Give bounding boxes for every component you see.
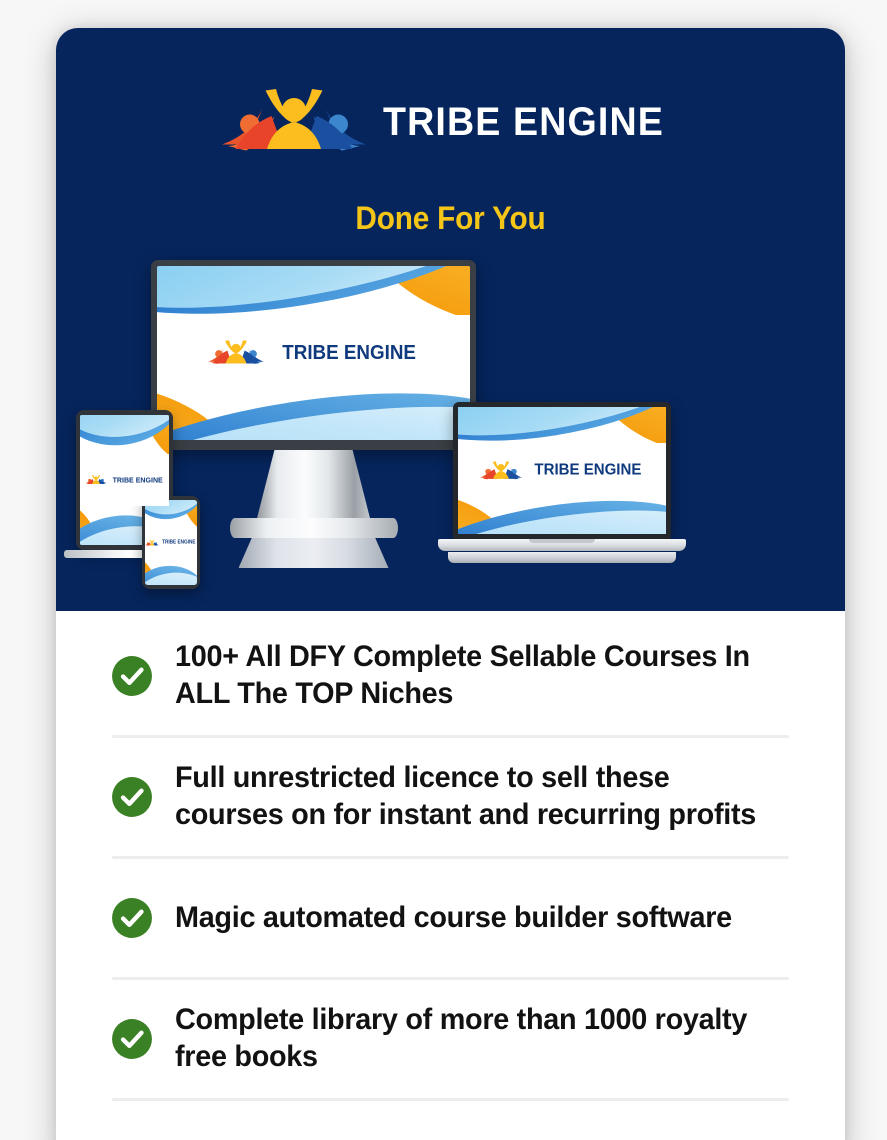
screen-logo-icon: [145, 539, 159, 546]
list-item-label: Magic automated course builder software: [175, 900, 732, 934]
monitor-stand-base: [229, 518, 398, 538]
list-item: Complete library of more than 1000 royal…: [56, 1000, 845, 1078]
screen-logo-icon: [85, 475, 107, 485]
list-item-label: Complete library of more than 1000 royal…: [175, 1003, 748, 1073]
laptop-base: [448, 552, 676, 563]
offer-card: TRIBE ENGINE Done For You: [56, 28, 845, 1140]
device-mockup-group: TRIBE ENGINE: [56, 238, 845, 611]
screen-logo-icon: [208, 340, 264, 365]
list-item-label: 100+ All DFY Complete Sellable Courses I…: [175, 640, 750, 710]
list-divider: [112, 735, 789, 738]
list-item-label: Full unrestricted licence to sell these …: [175, 761, 757, 831]
check-circle-icon: [112, 656, 152, 696]
laptop-deck: [438, 539, 686, 551]
list-item: Full unrestricted licence to sell these …: [56, 758, 845, 836]
brand-name: TRIBE ENGINE: [383, 100, 665, 144]
tribe-engine-people-logo-icon: [222, 89, 367, 151]
screen-brand-name: TRIBE ENGINE: [112, 475, 163, 485]
feature-list: 100+ All DFY Complete Sellable Courses I…: [56, 611, 845, 1101]
screen-brand-name: TRIBE ENGINE: [162, 539, 196, 545]
hero-subheadline: Done For You: [355, 200, 546, 236]
monitor-stand-base-lower: [238, 534, 389, 568]
brand-lockup: TRIBE ENGINE: [56, 86, 845, 158]
check-circle-icon: [112, 1019, 152, 1059]
list-divider: [112, 977, 789, 980]
list-item: Magic automated course builder software: [56, 879, 845, 957]
check-circle-icon: [112, 898, 152, 938]
list-divider: [112, 856, 789, 859]
hero-section: TRIBE ENGINE Done For You: [56, 28, 845, 611]
check-circle-icon: [112, 777, 152, 817]
screen-logo-icon: [479, 460, 522, 479]
list-item: 100+ All DFY Complete Sellable Courses I…: [56, 637, 845, 715]
screen-brand-name: TRIBE ENGINE: [534, 461, 642, 479]
screen-brand-name: TRIBE ENGINE: [281, 342, 416, 364]
monitor-stand-neck: [256, 450, 371, 522]
tablet-stand: [64, 550, 186, 558]
list-divider: [112, 1098, 789, 1101]
device-phone: TRIBE ENGINE: [142, 496, 200, 589]
device-laptop: TRIBE ENGINE: [438, 402, 686, 563]
device-desktop-monitor: TRIBE ENGINE: [151, 260, 476, 568]
